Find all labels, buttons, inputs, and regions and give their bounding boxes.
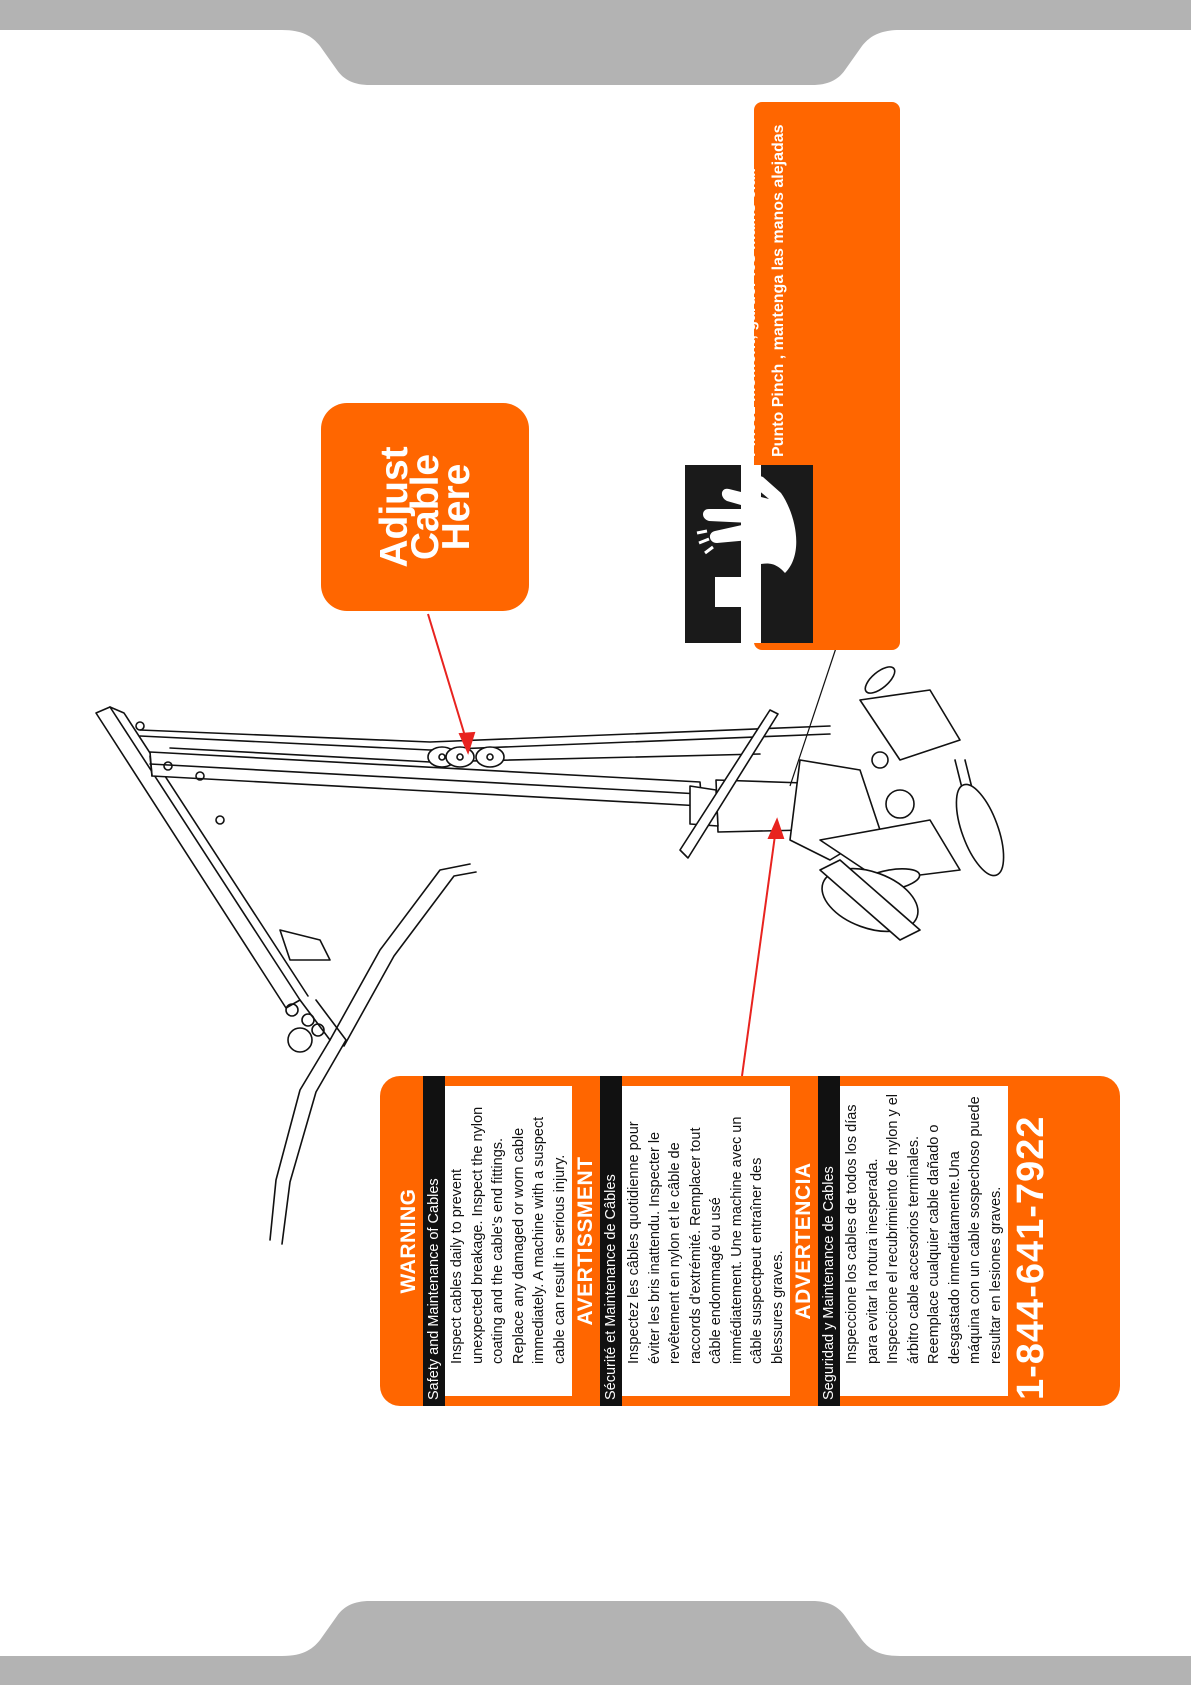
section-body: Inspectez les câbles quotidienne pour év… [622, 1086, 790, 1396]
section-warning-es: ADVERTENCIA Seguridad y Maintenance de C… [790, 1076, 1008, 1406]
cable-warning-content: WARNING Safety and Maintenance of Cables… [385, 1076, 1115, 1406]
section-title: WARNING [397, 1188, 420, 1294]
section-subtitle: Safety and Maintenance of Cables [423, 1076, 445, 1406]
pinch-title-text: WARNING / AVERTISSEMENT / ADVERTENCIA [689, 108, 706, 440]
pinch-warning-title: ⚠ WARNING / AVERTISSEMENT / ADVERTENCIA [687, 108, 709, 457]
pinch-line-en: Pinch point, keep hands clear [714, 231, 731, 457]
pinch-line-es: Punto Pinch , mantenga las manos alejada… [770, 124, 787, 457]
section-title: ADVERTENCIA [792, 1162, 815, 1320]
pinch-hand-icon [685, 465, 813, 643]
pinch-line-fr: Pincez moment, garder les mains clair [742, 166, 759, 457]
adjust-cable-callout [321, 403, 529, 611]
adjust-line-3: Here [434, 463, 478, 551]
warning-triangle-icon: ⚠ [689, 443, 706, 457]
pinch-warning-content: ⚠ WARNING / AVERTISSEMENT / ADVERTENCIA … [679, 105, 819, 643]
section-subtitle: Sécurité et Maintenance de Câbles [600, 1076, 622, 1406]
support-phone-number: 1-844-641-7922 [1010, 1115, 1052, 1400]
pinch-warning-text: ⚠ WARNING / AVERTISSEMENT / ADVERTENCIA … [687, 108, 793, 457]
adjust-cable-text: Adjust Cable Here [373, 337, 478, 677]
section-subtitle: Seguridad y Maintenance de Cables [818, 1076, 840, 1406]
section-body: Inspeccione los cables de todos los días… [840, 1086, 1008, 1396]
section-warning-en: WARNING Safety and Maintenance of Cables… [395, 1076, 572, 1406]
section-body: Inspect cables daily to prevent unexpect… [445, 1086, 572, 1396]
section-title: AVERTISSMENT [574, 1156, 597, 1326]
section-warning-fr: AVERTISSMENT Sécurité et Maintenance de … [572, 1076, 790, 1406]
